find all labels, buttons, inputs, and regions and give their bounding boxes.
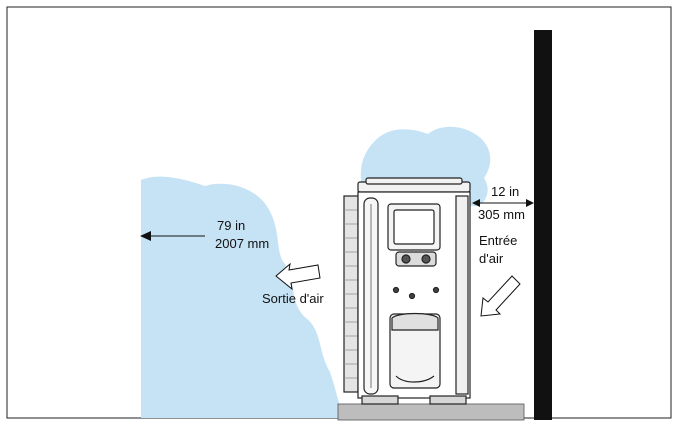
outlet-distance-mm-label: 2007 mm: [215, 236, 269, 251]
outdoor-unit: [343, 177, 471, 405]
outlet-distance-in-label: 79 in: [217, 218, 245, 233]
inlet-air-arrow-icon: [480, 275, 521, 317]
base-pad: [337, 403, 525, 421]
outlet-air-cloud: [141, 176, 344, 418]
inlet-air-label-line2: d'air: [479, 251, 504, 266]
wall: [534, 30, 552, 420]
diagram-frame: [6, 6, 672, 419]
wall-clearance-in-label: 12 in: [491, 184, 519, 199]
wall-clearance-arrowhead-right: [526, 199, 534, 207]
outlet-air-label: Sortie d'air: [262, 291, 324, 306]
wall-clearance-mm-label: 305 mm: [478, 207, 525, 222]
wall-clearance-arrowhead-left: [472, 199, 480, 207]
outlet-distance-arrowhead: [140, 231, 151, 241]
outlet-air-arrow-icon: [275, 262, 321, 291]
inlet-air-label-line1: Entrée: [479, 233, 517, 248]
